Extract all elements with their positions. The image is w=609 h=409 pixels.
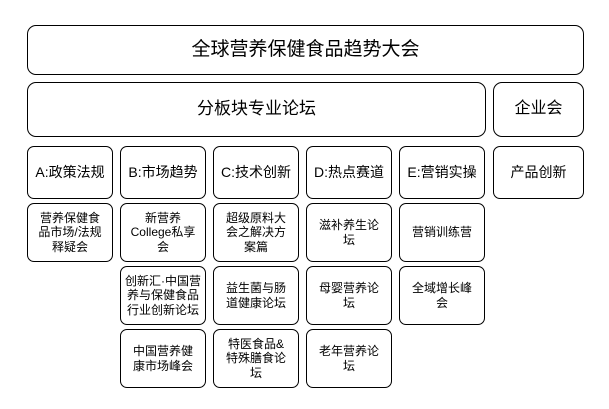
category-header-f: 产品创新 xyxy=(493,146,584,199)
forum-item-c3: 特医食品& 特殊膳食论 坛 xyxy=(213,329,299,388)
forum-item-d3: 老年营养论 坛 xyxy=(306,329,392,388)
category-header-b: B:市场趋势 xyxy=(120,146,206,199)
category-header-c: C:技术创新 xyxy=(213,146,299,199)
forum-item-c2: 益生菌与肠 道健康论坛 xyxy=(213,266,299,325)
corporate-branch-node: 企业会 xyxy=(493,82,584,137)
forum-item-a1: 营养保健食 品市场/法规 释疑会 xyxy=(27,203,113,262)
conference-title-node: 全球营养保健食品趋势大会 xyxy=(27,25,584,75)
forum-item-e1: 营销训练营 xyxy=(399,203,485,262)
forum-item-b1: 新营养 College私享 会 xyxy=(120,203,206,262)
forum-item-d2: 母婴营养论 坛 xyxy=(306,266,392,325)
forum-item-d1: 滋补养生论 坛 xyxy=(306,203,392,262)
forum-item-c1: 超级原料大 会之解决方 案篇 xyxy=(213,203,299,262)
category-header-d: D:热点赛道 xyxy=(306,146,392,199)
category-header-a: A:政策法规 xyxy=(27,146,113,199)
category-header-e: E:营销实操 xyxy=(399,146,485,199)
forum-item-b3: 中国营养健 康市场峰会 xyxy=(120,329,206,388)
forums-branch-node: 分板块专业论坛 xyxy=(27,82,486,137)
forum-item-b2: 创新汇·中国营 养与保健食品 行业创新论坛 xyxy=(120,266,206,325)
forum-item-e2: 全域增长峰 会 xyxy=(399,266,485,325)
